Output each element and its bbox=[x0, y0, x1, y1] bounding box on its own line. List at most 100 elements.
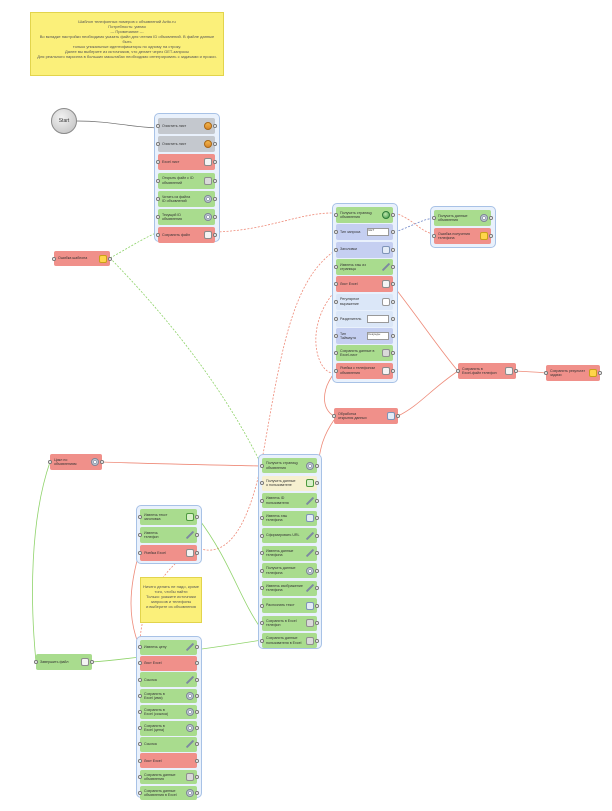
input-port[interactable] bbox=[260, 463, 264, 468]
output-port[interactable] bbox=[195, 726, 199, 731]
block-singles-s_mid_right[interactable]: Сохранить в Excel-файл телефон bbox=[458, 363, 516, 379]
output-port[interactable] bbox=[195, 515, 199, 519]
output-port[interactable] bbox=[195, 791, 199, 796]
input-port[interactable] bbox=[138, 693, 142, 698]
input-port[interactable] bbox=[138, 774, 142, 779]
block-groups-g6-5[interactable]: Сохранить в Excel (цена) bbox=[140, 721, 197, 736]
block-groups-g1-2[interactable]: Excel лист bbox=[158, 154, 215, 171]
block-groups-g1-6[interactable]: Сохранить файл bbox=[158, 227, 215, 244]
input-port[interactable] bbox=[334, 213, 338, 217]
input-port[interactable] bbox=[456, 369, 460, 373]
block-groups-g1-0[interactable]: Очистить лист bbox=[158, 118, 215, 134]
block-groups-g4-10[interactable]: Сохранить данные пользователя в Excel bbox=[262, 633, 317, 648]
input-port[interactable] bbox=[138, 758, 142, 763]
input-port[interactable] bbox=[138, 791, 142, 796]
input-port[interactable] bbox=[138, 551, 142, 555]
block-groups-g2-6[interactable]: Разделитель bbox=[336, 310, 393, 327]
output-port[interactable] bbox=[315, 638, 319, 643]
output-port[interactable] bbox=[598, 371, 602, 375]
output-port[interactable] bbox=[315, 568, 319, 573]
block-groups-g5-1[interactable]: Извлечь телефон bbox=[140, 527, 197, 543]
block-groups-g5-0[interactable]: Извлечь текст заголовка bbox=[140, 509, 197, 525]
input-port[interactable] bbox=[156, 160, 160, 165]
input-port[interactable] bbox=[138, 710, 142, 715]
output-port[interactable] bbox=[213, 233, 217, 238]
output-port[interactable] bbox=[195, 661, 199, 666]
output-port[interactable] bbox=[391, 264, 395, 269]
input-port[interactable] bbox=[138, 661, 142, 666]
input-port[interactable] bbox=[260, 533, 264, 538]
output-port[interactable] bbox=[315, 481, 319, 485]
output-port[interactable] bbox=[315, 516, 319, 520]
block-groups-g6-8[interactable]: Сохранить данные объявления bbox=[140, 769, 197, 785]
output-port[interactable] bbox=[315, 603, 319, 608]
input-port[interactable] bbox=[260, 621, 264, 625]
input-port[interactable] bbox=[260, 551, 264, 555]
block-groups-g1-1[interactable]: Очистить лист bbox=[158, 136, 215, 153]
block-groups-g4-9[interactable]: Сохранить в Excel телефон bbox=[262, 615, 317, 631]
block-groups-g6-3[interactable]: Сохранить в Excel (имя) bbox=[140, 688, 197, 704]
output-port[interactable] bbox=[195, 742, 199, 747]
block-groups-g6-6[interactable]: Ссылка bbox=[140, 737, 197, 752]
input-port[interactable] bbox=[52, 256, 56, 261]
output-port[interactable] bbox=[195, 774, 199, 779]
input-port[interactable] bbox=[260, 603, 264, 608]
output-port[interactable] bbox=[90, 660, 94, 664]
output-port[interactable] bbox=[514, 369, 518, 373]
input-port[interactable] bbox=[260, 638, 264, 643]
block-groups-g4-5[interactable]: Извлечь данные телефона bbox=[262, 545, 317, 561]
block-groups-g5-2[interactable]: Ячейка Excel bbox=[140, 545, 197, 561]
output-port[interactable] bbox=[391, 299, 395, 304]
input-port[interactable] bbox=[334, 230, 338, 235]
output-port[interactable] bbox=[195, 677, 199, 682]
block-groups-g4-0[interactable]: Получить страницу объявления bbox=[262, 458, 317, 473]
block-groups-g2-2[interactable]: Заголовки bbox=[336, 241, 393, 258]
input-port[interactable] bbox=[334, 299, 338, 304]
block-singles-s_process[interactable]: Обработка открытия данных bbox=[334, 408, 398, 424]
input-port[interactable] bbox=[138, 677, 142, 682]
input-port[interactable] bbox=[34, 660, 38, 664]
block-groups-g2-3[interactable]: Извлечь хэш из страницы bbox=[336, 258, 393, 275]
input-port[interactable] bbox=[156, 215, 160, 219]
block-groups-g2-5[interactable]: Регулярное выражение bbox=[336, 293, 393, 310]
input-port[interactable] bbox=[156, 124, 160, 128]
output-port[interactable] bbox=[391, 230, 395, 235]
block-singles-s_far_right[interactable]: Сохранить результат задачи bbox=[546, 365, 600, 381]
output-port[interactable] bbox=[391, 247, 395, 252]
output-port[interactable] bbox=[315, 533, 319, 538]
output-port[interactable] bbox=[315, 586, 319, 590]
input-port[interactable] bbox=[138, 515, 142, 519]
output-port[interactable] bbox=[391, 213, 395, 217]
input-port[interactable] bbox=[432, 234, 436, 238]
output-port[interactable] bbox=[315, 621, 319, 625]
dropdown-select[interactable]: Секунды bbox=[367, 332, 389, 341]
dropdown-select[interactable]: GET bbox=[367, 228, 389, 237]
input-port[interactable] bbox=[260, 498, 264, 503]
start-node[interactable]: Start bbox=[51, 108, 77, 134]
block-groups-g2-8[interactable]: Сохранить данные в Excel-лист bbox=[336, 345, 393, 362]
input-port[interactable] bbox=[48, 460, 52, 464]
output-port[interactable] bbox=[213, 124, 217, 128]
output-port[interactable] bbox=[195, 758, 199, 763]
block-groups-g4-7[interactable]: Извлечь изображение телефона bbox=[262, 580, 317, 596]
input-port[interactable] bbox=[138, 742, 142, 747]
output-port[interactable] bbox=[213, 160, 217, 165]
input-port[interactable] bbox=[156, 142, 160, 147]
block-groups-g4-3[interactable]: Извлечь хэш телефона bbox=[262, 510, 317, 526]
output-port[interactable] bbox=[213, 215, 217, 219]
input-port[interactable] bbox=[138, 645, 142, 650]
input-port[interactable] bbox=[156, 178, 160, 183]
input-port[interactable] bbox=[334, 264, 338, 269]
input-port[interactable] bbox=[156, 233, 160, 238]
input-port[interactable] bbox=[138, 726, 142, 731]
block-groups-g3-1[interactable]: Ошибка получения телефона bbox=[434, 228, 491, 244]
block-groups-g2-4[interactable]: Лист Excel bbox=[336, 276, 393, 293]
input-port[interactable] bbox=[260, 568, 264, 573]
block-groups-g6-7[interactable]: Лист Excel bbox=[140, 753, 197, 768]
input-port[interactable] bbox=[334, 316, 338, 321]
block-groups-g6-2[interactable]: Ссылка bbox=[140, 672, 197, 687]
block-groups-g2-9[interactable]: Ячейка с телефоном объявления bbox=[336, 362, 393, 379]
block-groups-g1-4[interactable]: Читать из файла ID объявлений bbox=[158, 190, 215, 207]
input-port[interactable] bbox=[334, 351, 338, 356]
input-port[interactable] bbox=[432, 216, 436, 220]
